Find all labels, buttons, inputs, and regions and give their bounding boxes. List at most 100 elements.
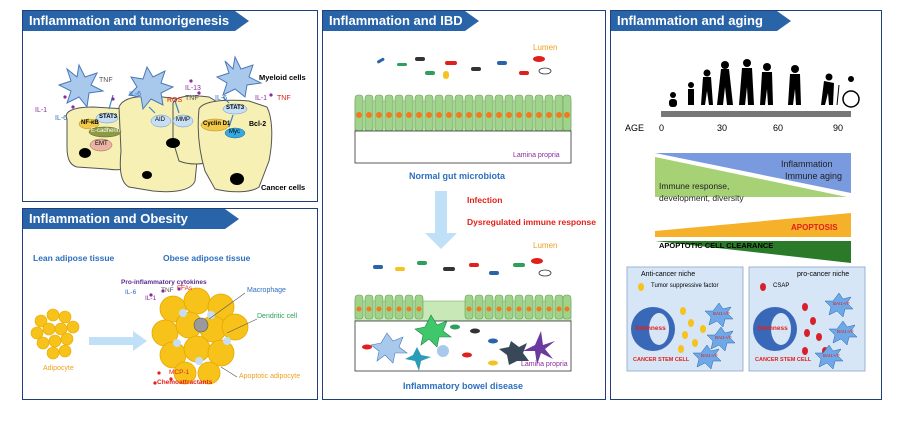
panel-title-tumorigenesis: Inflammation and tumorigenesis [23,11,249,31]
lean-adipose-cluster [30,308,80,360]
label-il13: IL-13 [185,85,201,92]
ibd-immune-star-5 [523,331,555,365]
label-development-diversity: development, diversity [659,193,744,203]
label-myeloid-cells: Myeloid cells [259,73,306,82]
inflammation-wedge [655,153,851,193]
label-chemoattractants: Chemoattractants [157,379,213,386]
label-lumen-bottom: Lumen [533,241,558,250]
apoptotic-adipocyte-core [193,317,209,333]
obese-adipose-cluster [151,287,249,385]
label-csc-anti: CANCER STEM CELL [633,357,690,363]
nfkb-oval [78,118,100,130]
cyclin-oval [200,118,230,132]
label-immune-aging: Immune aging [785,171,843,181]
disease-bacteria [373,258,552,277]
myc-oval [224,127,246,139]
label-ros: ROS [167,97,183,104]
label-mmp: MMP [176,117,190,123]
panel-tumorigenesis: Inflammation and tumorigenesis [22,10,318,202]
label-bai-anti-1: BAI1+/P [713,311,730,316]
label-il6-3: IL-6 [215,95,228,102]
clearance-wedge [655,241,851,263]
panel-aging: Inflammation and aging [610,10,882,400]
label-bai-pro-3: BAI1+/P [823,353,840,358]
mmp-oval [172,114,194,128]
label-age: AGE [625,123,645,133]
ecad-oval [88,126,122,138]
label-il1-1: IL-1 [35,107,48,114]
label-bai-pro-1: BAI1+/P [833,301,850,306]
lean-to-obese-arrow [89,331,147,351]
tumor-illustration [57,55,273,193]
label-ffas: FFAs [177,285,193,292]
age-axis-bar [661,111,851,117]
epithelium-top [354,94,572,164]
panel-obesity: Inflammation and Obesity [22,208,318,400]
label-dysregulated: Dysregulated immune response [467,217,596,227]
emt-oval [89,138,113,152]
label-stemness-pro: Stemness [757,325,788,332]
stat3-oval-1 [95,112,119,124]
label-tnf-2: TNF [185,95,199,102]
label-apoptotic-clearance: APOPTOTIC CELL CLEARANCE [659,241,774,250]
label-bcl2: Bcl-2 [249,121,267,128]
label-apoptotic-adipocyte: Apoptotic adipocyte [239,373,301,380]
tick-age-90: 90 [833,123,844,133]
label-lamina-bottom: Lamina propria [521,361,568,368]
label-emt: EMT [95,141,108,147]
myeloid-cell-2 [127,65,175,111]
label-normal-gut: Normal gut microbiota [409,171,506,181]
ibd-immune-star-2 [414,314,452,348]
label-bai-anti-2: BAI1+/P [715,335,732,340]
ibd-immune-star-1 [370,332,408,364]
label-bai-anti-3: BAI1+/P [701,353,718,358]
myeloid-cell-1 [57,63,105,109]
obesity-illustration [30,287,258,385]
label-dendritic-cell: Dendritic cell [257,313,298,320]
label-stat3-1: STAT3 [99,114,118,120]
tick-age-30: 30 [717,123,728,133]
label-aid: AID [155,117,166,123]
bai-cells [692,292,858,370]
label-mcp1: MCP-1 [169,369,190,376]
label-csc-pro: CANCER STEM CELL [755,357,812,363]
nucleus-1 [79,148,91,158]
normal-bacteria [377,56,552,79]
panel-ibd: Inflammation and IBD [322,10,606,400]
label-myc: Myc [229,129,240,135]
panel-title-ibd: Inflammation and IBD [323,11,479,31]
label-tnf-obesity: TNF [161,287,174,294]
tick-age-60: 60 [773,123,784,133]
label-infection: Infection [467,195,503,205]
label-il6-2: IL-6 [129,91,142,98]
label-cyclin: Cyclin D1 [203,121,231,127]
label-il1-2: IL-1 [255,95,268,102]
label-inflammation: Inflammation [781,159,833,169]
label-stemness-anti: Stemness [635,325,666,332]
progression-arrow [425,191,457,249]
label-lean-adipose: Lean adipose tissue [33,253,115,263]
label-obese-adipose: Obese adipose tissue [163,253,251,263]
nucleus-4 [230,173,244,185]
nucleus-3 [142,171,152,179]
tick-age-0: 0 [659,123,665,133]
label-csap: CSAP [773,283,790,289]
nucleus-2 [166,138,180,148]
wheelchair-wheel [842,90,860,108]
label-cancer-cells: Cancer cells [261,183,306,192]
label-immune-response: Immune response, [659,181,730,191]
ibd-immune-star-4 [499,341,529,365]
label-il1-obesity: IL-1 [145,295,157,302]
label-tumor-suppressive: Tumor suppressive factor [651,283,719,289]
ibd-immune-star-3 [405,347,431,371]
label-pro-cancer-niche: pro-cancer niche [797,271,850,278]
stat3-oval-2 [222,103,248,115]
panel-title-obesity: Inflammation and Obesity [23,209,239,229]
label-apoptosis: APOPTOSIS [791,223,838,232]
human-lifespan-silhouettes [669,59,854,107]
ibd-illustration [354,56,572,372]
apoptosis-wedge [655,213,851,237]
label-tnf-1: TNF [99,77,113,84]
label-adipocyte: Adipocyte [43,365,74,372]
label-il6-1: IL-6 [55,115,68,122]
